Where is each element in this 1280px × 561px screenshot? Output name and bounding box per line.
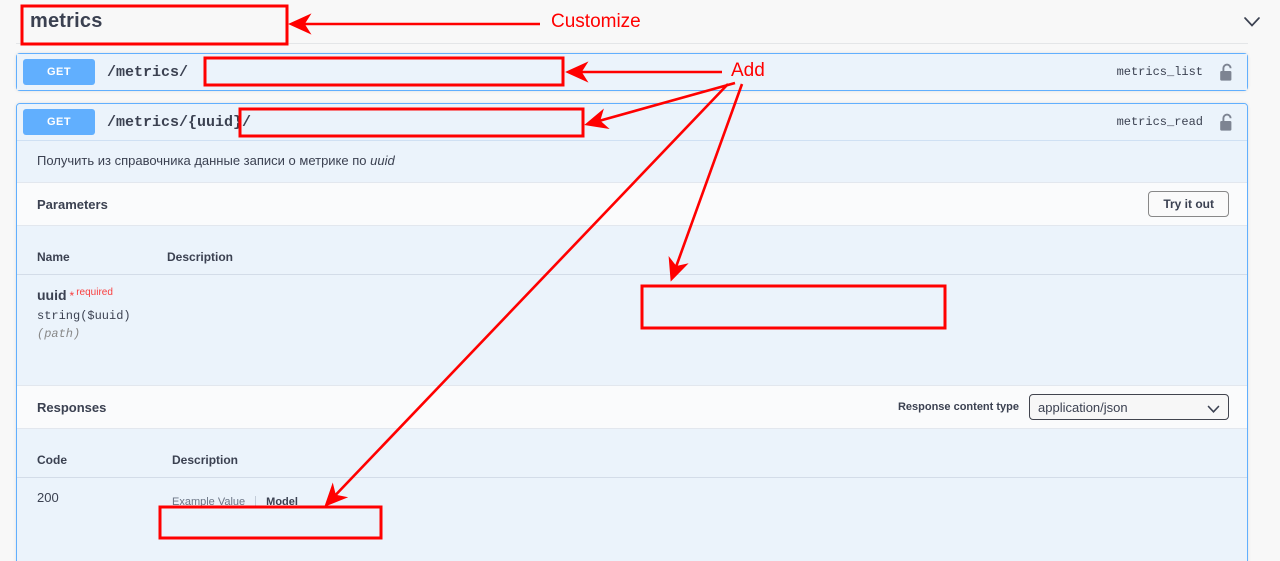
- parameters-table: Name Description uuid*required string($u…: [17, 226, 1247, 351]
- operation-path: /metrics/{uuid}/: [107, 113, 252, 131]
- response-description-cell: Example Value Model: [172, 478, 1247, 519]
- response-content-type-label: Response content type: [897, 401, 1019, 413]
- responses-title: Responses: [37, 399, 107, 415]
- table-row: uuid*required string($uuid) (path): [17, 275, 1247, 352]
- parameter-type: string($uuid): [37, 309, 131, 323]
- column-header-description: Description: [172, 429, 1247, 478]
- responses-table: Code Description 200 Example Value: [17, 429, 1247, 518]
- parameters-header-row: Name Description: [17, 226, 1247, 275]
- column-header-code: Code: [17, 429, 172, 478]
- required-label: required: [76, 287, 113, 298]
- chevron-down-icon[interactable]: [1242, 12, 1262, 32]
- unlocked-padlock-icon[interactable]: [1213, 113, 1241, 132]
- parameter-name: uuid: [37, 287, 67, 303]
- response-code-cell: 200: [17, 478, 172, 519]
- operation-description-text: Получить из справочника данные записи о …: [37, 153, 371, 168]
- tab-example-value[interactable]: Example Value: [172, 496, 246, 508]
- parameters-header: Parameters Try it out: [17, 182, 1247, 226]
- example-model-tabs: Example Value Model: [172, 496, 1247, 508]
- response-content-type-control: Response content type application/json: [898, 394, 1229, 420]
- responses-header-row: Code Description: [17, 429, 1247, 478]
- operation-path: /metrics/: [107, 63, 189, 81]
- operation-description: Получить из справочника данные записи о …: [17, 140, 1247, 182]
- column-header-name: Name: [17, 226, 167, 275]
- operation-summary[interactable]: GET /metrics/ metrics_list: [17, 54, 1247, 90]
- parameter-name-cell: uuid*required string($uuid) (path): [17, 275, 167, 352]
- response-code: 200: [37, 490, 59, 505]
- unlocked-padlock-icon[interactable]: [1213, 63, 1241, 82]
- operation-summary[interactable]: GET /metrics/{uuid}/ metrics_read: [17, 104, 1247, 140]
- table-row: 200 Example Value Model: [17, 478, 1247, 519]
- parameters-title: Parameters: [37, 196, 108, 212]
- tab-model[interactable]: Model: [255, 496, 308, 508]
- http-method-badge: GET: [23, 109, 95, 135]
- operation-metrics-list[interactable]: GET /metrics/ metrics_list: [16, 53, 1248, 91]
- annotation-label-customize: Customize: [551, 11, 641, 32]
- http-method-badge: GET: [23, 59, 95, 85]
- operation-metrics-read[interactable]: GET /metrics/{uuid}/ metrics_read Получи…: [16, 103, 1248, 561]
- try-it-out-button[interactable]: Try it out: [1148, 191, 1229, 217]
- required-star: *: [69, 289, 75, 303]
- operation-id: metrics_list: [1116, 65, 1203, 79]
- operation-description-emphasis: uuid: [370, 153, 395, 168]
- annotation-label-add: Add: [731, 60, 765, 81]
- column-header-description: Description: [167, 226, 1247, 275]
- operation-id: metrics_read: [1116, 115, 1203, 129]
- operation-body: Получить из справочника данные записи о …: [17, 140, 1247, 518]
- response-content-type-select[interactable]: application/json: [1029, 394, 1229, 420]
- parameter-location: (path): [37, 327, 81, 341]
- responses-header: Responses Response content type applicat…: [17, 385, 1247, 429]
- page-title: metrics: [30, 10, 103, 32]
- parameter-description-cell: [167, 275, 1247, 352]
